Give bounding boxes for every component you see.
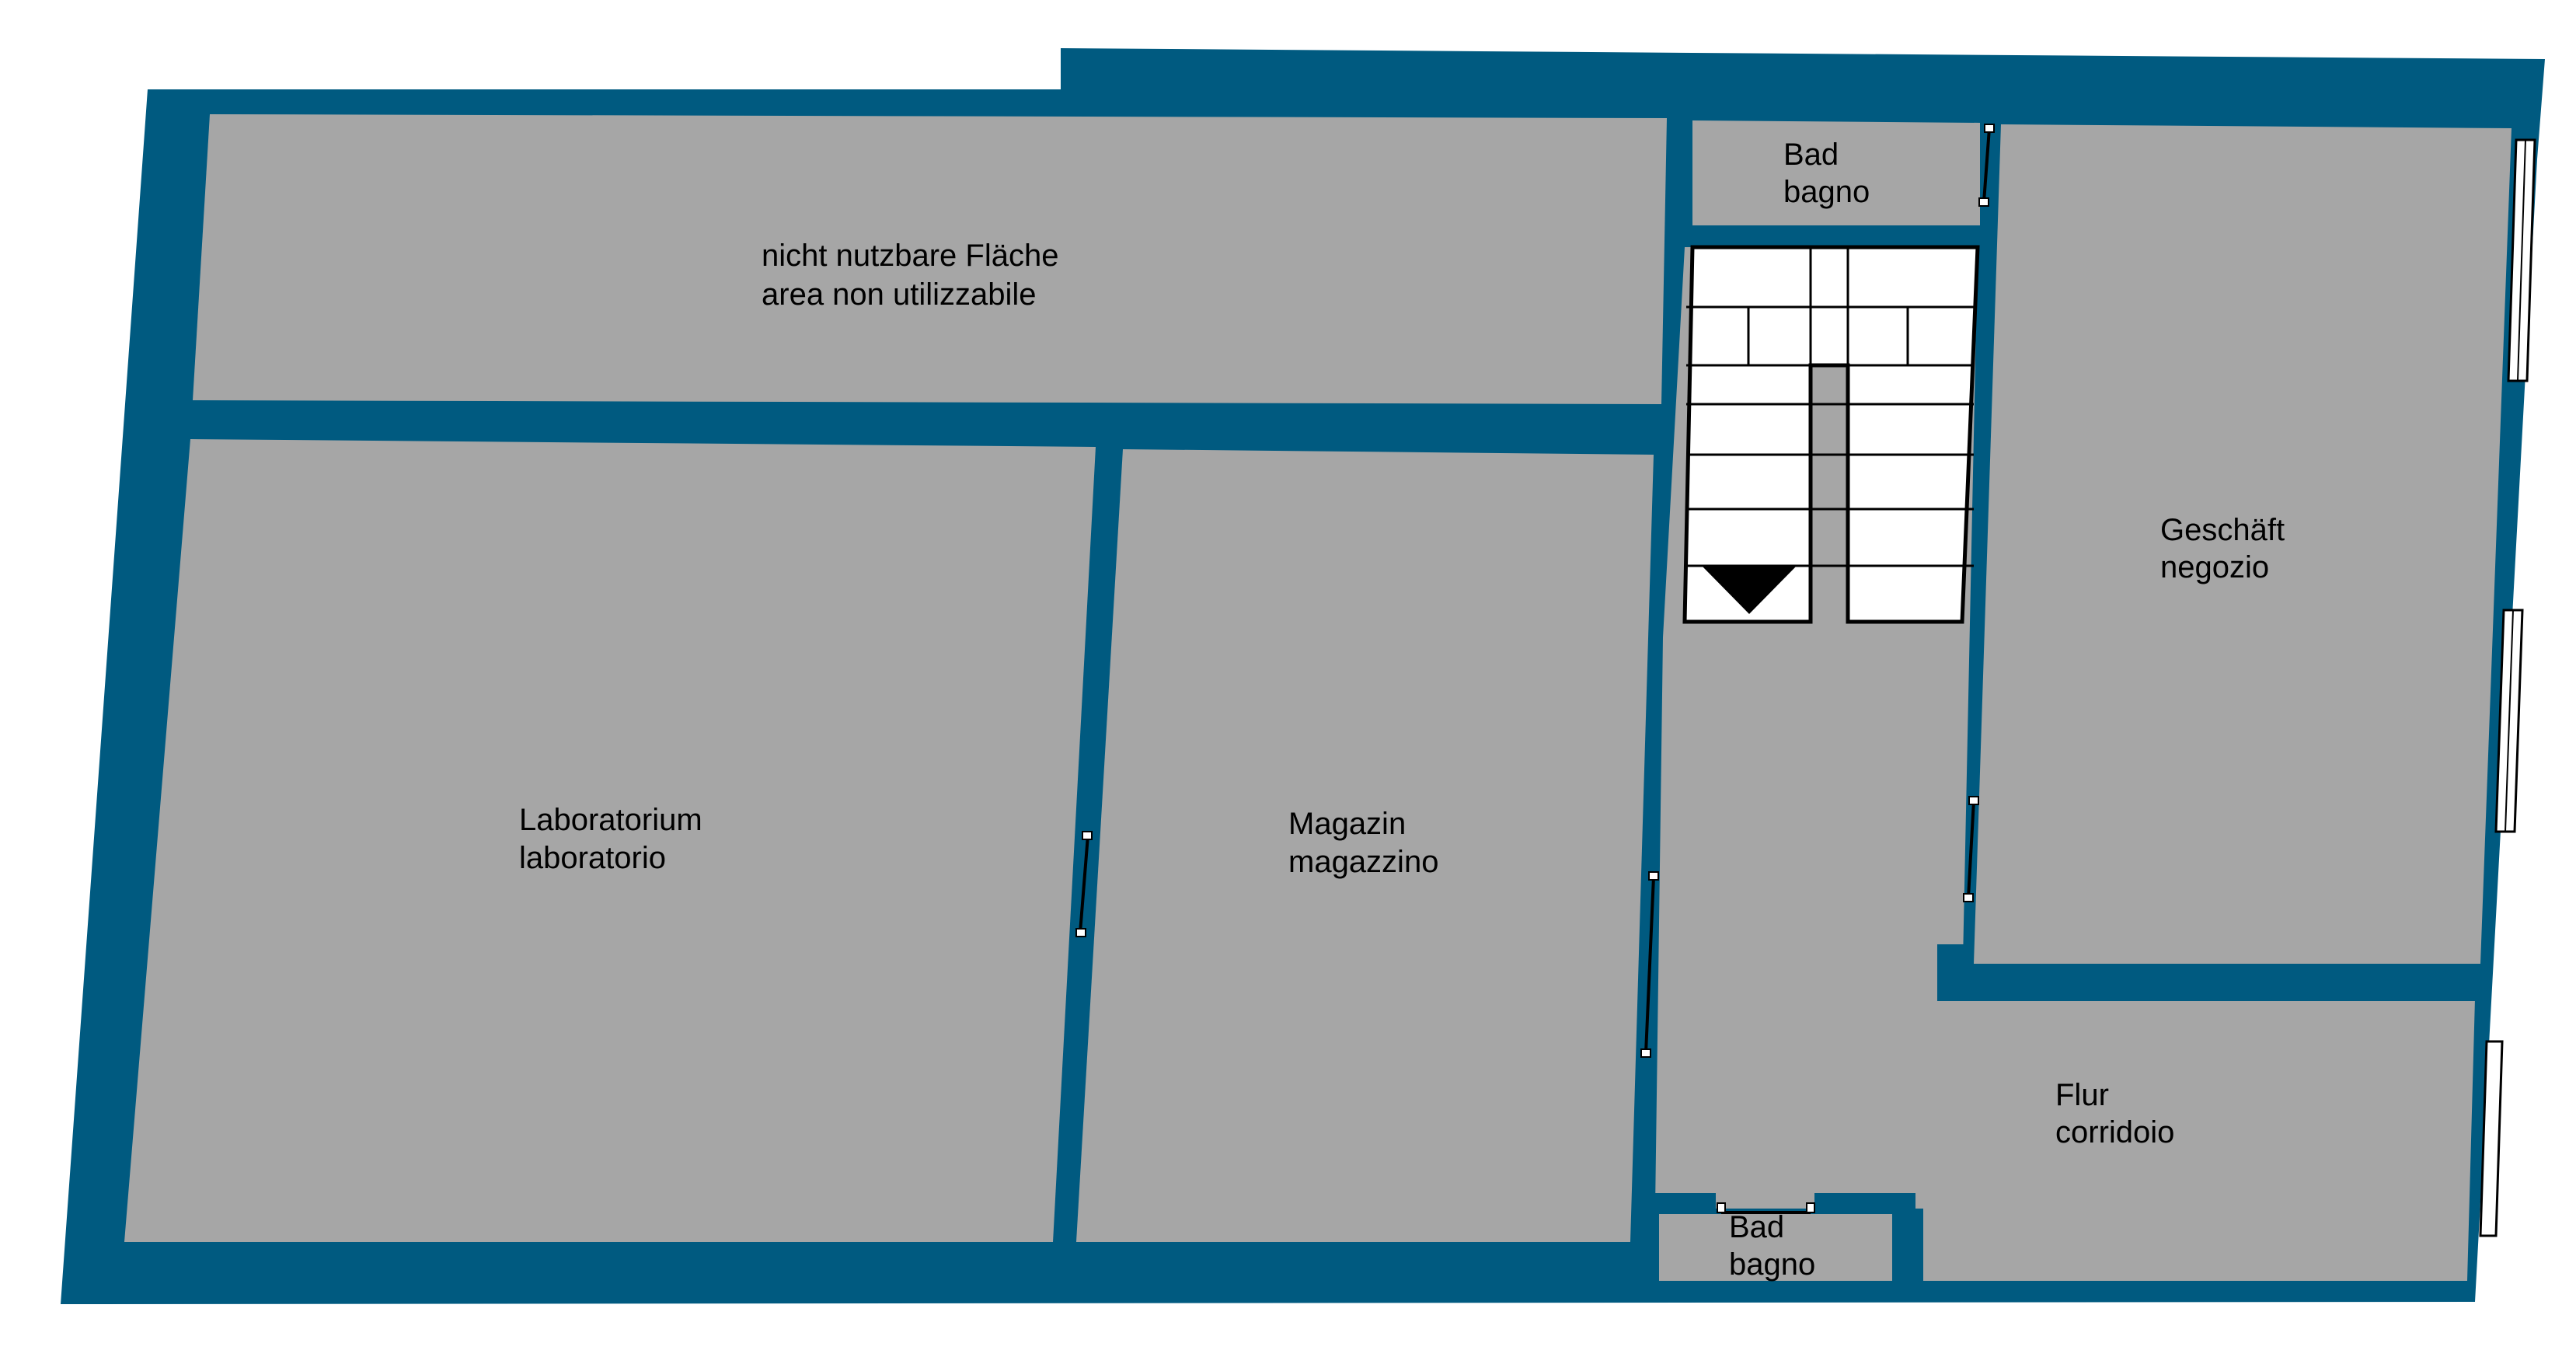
label-shop: Geschäft negozio [2160, 513, 2293, 584]
door-lab-storage [1075, 831, 1093, 937]
down-arrow-icon [1702, 566, 1797, 614]
label-bath-bottom: Bad bagno [1729, 1210, 1815, 1282]
window-shop-upper [2507, 138, 2536, 382]
floor-bath-top [1692, 120, 1980, 225]
window-hall [2479, 1040, 2504, 1237]
door-bath-bottom [1717, 1202, 1815, 1214]
floor-storage [1076, 449, 1654, 1242]
window-shop-lower [2494, 609, 2524, 833]
hall-wall-segment [1937, 944, 2480, 1001]
door-hall-shop [1963, 796, 1979, 902]
label-laboratory: Laboratorium laboratorio [519, 803, 711, 875]
staircase-icon [1682, 245, 1980, 624]
floor-shop [1974, 124, 2512, 964]
door-bath-top [1978, 124, 1995, 207]
label-unusable-area: nicht nutzbare Fläche area non utilizzab… [762, 239, 1068, 312]
door-storage-hall [1640, 871, 1659, 1058]
label-storage: Magazin magazzino [1288, 807, 1438, 879]
floor-bath-bottom [1659, 1214, 1892, 1281]
floor-unusable-area [193, 114, 1667, 404]
label-hall: Flur corridoio [2055, 1078, 2174, 1149]
label-bath-top: Bad bagno [1783, 138, 1870, 209]
floor-laboratory [124, 439, 1096, 1242]
